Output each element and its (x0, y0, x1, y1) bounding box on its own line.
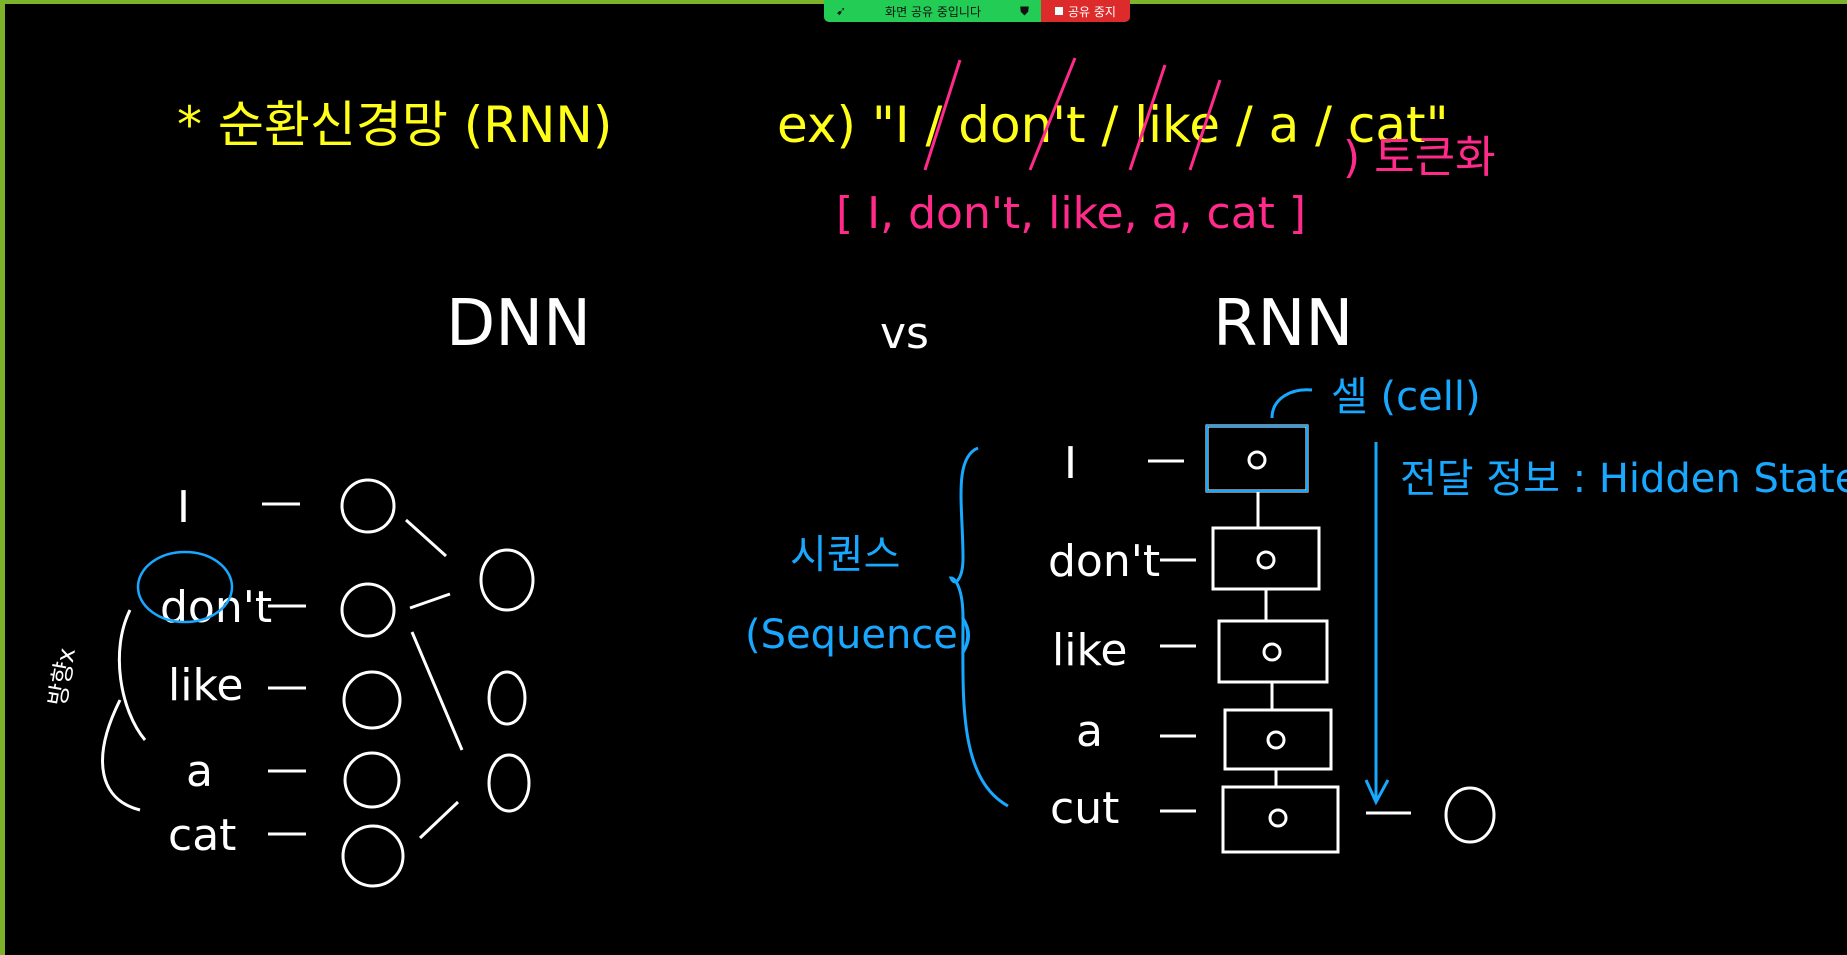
rnn-word: I (1064, 438, 1077, 489)
cell-highlight (1206, 425, 1308, 492)
sequence-korean: 시퀀스 (790, 532, 900, 578)
stop-share-button[interactable]: 공유 중지 (1041, 0, 1130, 22)
rnn-label: RNN (1213, 287, 1353, 361)
dnn-word: cat (168, 810, 236, 861)
dnn-network (101, 478, 535, 888)
rnn-word: cut (1050, 783, 1119, 834)
dnn-word: like (168, 660, 243, 711)
hidden-state-label: 전달 정보 : Hidden State (1400, 456, 1847, 502)
rnn-word: don't (1048, 536, 1160, 587)
sharing-status-text: 화면 공유 중입니다 (885, 4, 981, 19)
stop-share-label: 공유 중지 (1068, 4, 1116, 19)
dnn-word: don't (160, 582, 272, 633)
rnn-word: a (1076, 706, 1103, 757)
rnn-cells (1148, 424, 1496, 854)
direction-note: 방향x (43, 646, 81, 708)
title-text: * 순환신경망 (RNN) (177, 96, 612, 154)
vs-label: vs (880, 308, 929, 359)
example-text: ex) "I / don't / like / a / cat" (777, 96, 1449, 154)
shield-icon: ⛊ (1019, 3, 1029, 18)
token-slashes (923, 57, 1222, 171)
dnn-word: I (177, 482, 190, 533)
sharing-status[interactable]: ➹ 화면 공유 중입니다 ⛊ (824, 0, 1041, 22)
sequence-label: (Sequence) (745, 612, 974, 658)
tokens-list: [ I, don't, like, a, cat ] (836, 188, 1306, 239)
rnn-word: like (1052, 625, 1127, 676)
blue-annotations (948, 388, 1390, 808)
highlight-circle (136, 550, 234, 624)
stop-icon (1055, 7, 1063, 15)
share-arrow-icon: ➹ (836, 4, 847, 18)
tokenize-label: ) 토큰화 (1343, 132, 1496, 183)
cell-label: 셀 (cell) (1331, 374, 1481, 420)
dnn-label: DNN (446, 287, 591, 361)
screen-share-bar: ➹ 화면 공유 중입니다 ⛊ 공유 중지 (824, 0, 1130, 22)
dnn-word: a (186, 746, 213, 797)
